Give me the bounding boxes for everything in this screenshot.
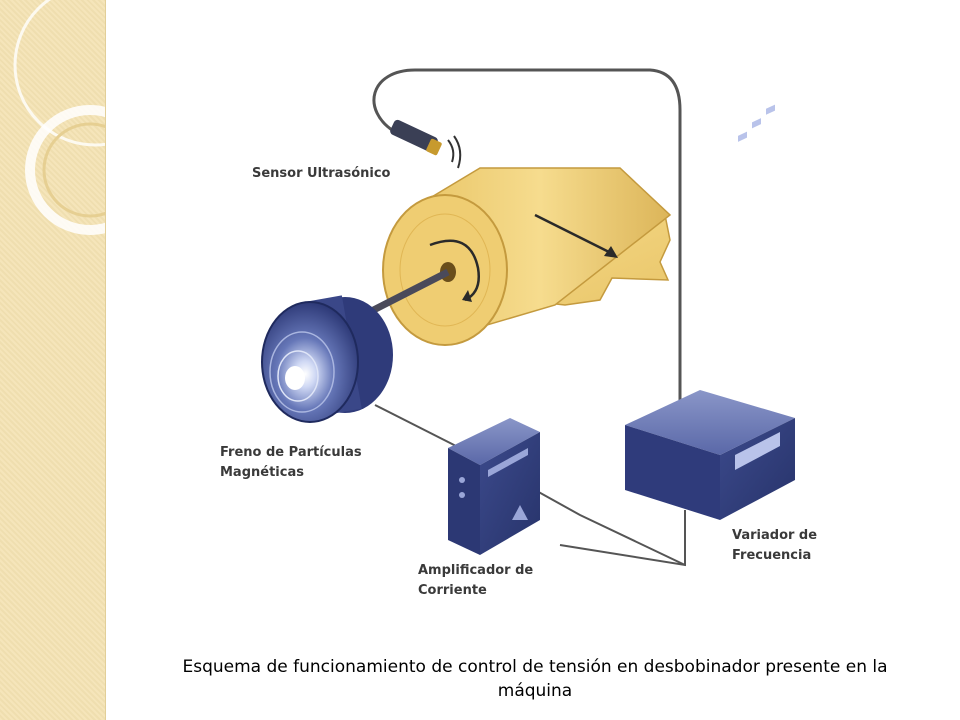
rotation-arrow-icon: [429, 239, 480, 302]
label-brake-line2: Magnéticas: [220, 465, 304, 480]
decorative-sidebar: [0, 0, 106, 720]
slide-caption: Esquema de funcionamiento de control de …: [110, 655, 960, 703]
frequency-drive: [625, 104, 795, 520]
magnetic-particle-brake: [261, 295, 393, 423]
caption-line1: Esquema de funcionamiento de control de …: [182, 657, 888, 677]
label-ultrasonic-sensor: Sensor Ultrasónico: [252, 166, 391, 181]
wiring: [372, 68, 686, 567]
label-amplifier-line2: Corriente: [418, 583, 487, 598]
amplifier-to-drive-wire: [534, 489, 686, 566]
sensor-cable: [372, 68, 682, 440]
brake-to-amplifier-wire: [374, 404, 461, 449]
warning-triangle-icon: [512, 505, 528, 520]
label-drive-line2: Frecuencia: [732, 548, 812, 563]
sidebar-circles: [13, 0, 105, 235]
ultrasonic-waves-icon: [447, 135, 462, 169]
web-direction-arrow-icon: [534, 213, 616, 257]
caption-line2: máquina: [497, 681, 573, 701]
label-amplifier-line1: Amplificador de: [418, 563, 534, 578]
current-amplifier: [448, 418, 540, 555]
label-brake-line1: Freno de Partículas: [220, 445, 362, 460]
label-drive-line1: Variador de: [732, 528, 818, 543]
ultrasonic-sensor: [390, 119, 462, 169]
